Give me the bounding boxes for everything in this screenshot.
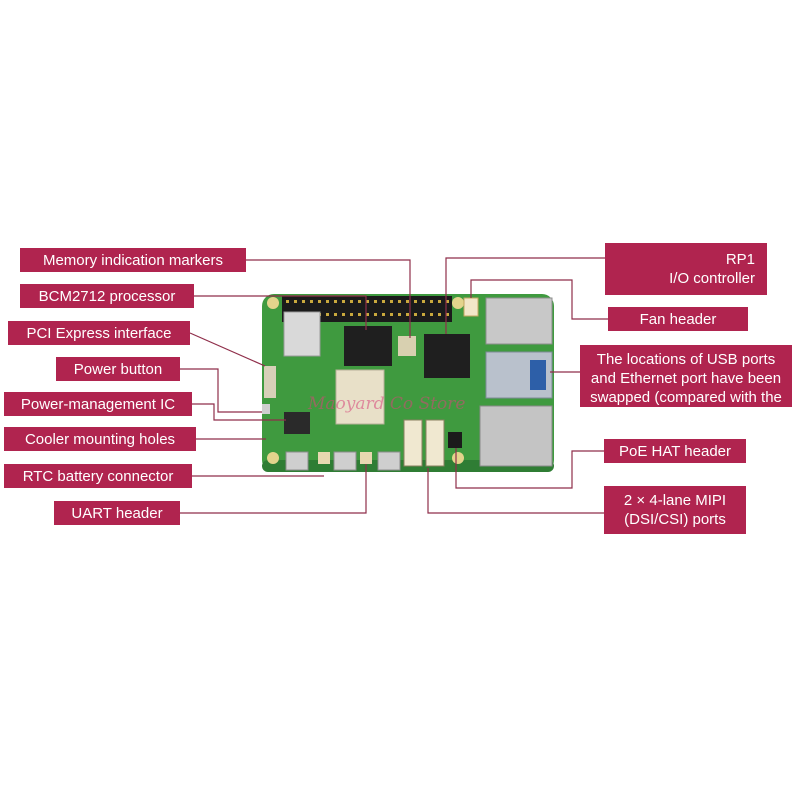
micro-hdmi-port bbox=[377, 451, 401, 471]
mounting-hole bbox=[267, 452, 279, 464]
callout-text: Power-management IC bbox=[20, 395, 176, 413]
poe-header bbox=[448, 432, 462, 448]
callout-processor: BCM2712 processor bbox=[20, 284, 194, 308]
micro-hdmi-port bbox=[333, 451, 357, 471]
wireless-shield bbox=[283, 311, 321, 357]
callout-usb-swap: The locations of USB ports and Ethernet … bbox=[580, 345, 792, 407]
callout-poe: PoE HAT header bbox=[604, 439, 746, 463]
callout-text: Memory indication markers bbox=[42, 251, 224, 269]
callout-text: RP1 bbox=[725, 251, 755, 268]
callout-text: UART header bbox=[71, 504, 163, 522]
store-watermark: Maoyard Co Store bbox=[308, 394, 466, 414]
callout-rp1: RP1 I/O controller bbox=[605, 243, 767, 295]
callout-text: BCM2712 processor bbox=[38, 287, 176, 305]
leader-pmic bbox=[192, 403, 286, 421]
pcie-connector bbox=[264, 366, 276, 398]
bcm2712-chip bbox=[344, 326, 392, 366]
leader-poe bbox=[455, 448, 604, 489]
callout-rtc: RTC battery connector bbox=[4, 464, 192, 488]
callout-uart: UART header bbox=[54, 501, 180, 525]
callout-pcie: PCI Express interface bbox=[8, 321, 190, 345]
mipi-port bbox=[403, 419, 423, 467]
callout-text: Fan header bbox=[639, 310, 717, 328]
leader-fan bbox=[470, 279, 608, 320]
leader-lines bbox=[180, 257, 608, 514]
leader-power-button bbox=[180, 368, 262, 413]
callout-text: I/O controller bbox=[669, 270, 755, 287]
callout-mipi: 2 × 4-lane MIPI (DSI/CSI) ports bbox=[604, 486, 746, 534]
callout-text: PCI Express interface bbox=[26, 324, 172, 342]
mounting-hole bbox=[452, 452, 464, 464]
usb-port-insert bbox=[530, 360, 546, 390]
pmic-chip bbox=[284, 412, 310, 434]
callout-text: and Ethernet port have been bbox=[590, 370, 782, 387]
ethernet-port bbox=[479, 405, 553, 467]
memory-markers bbox=[398, 336, 416, 356]
mipi-port bbox=[425, 419, 445, 467]
rtc-connector bbox=[318, 452, 330, 464]
leader-pcie bbox=[189, 332, 266, 367]
rp1-chip bbox=[424, 334, 470, 378]
power-button bbox=[262, 404, 270, 414]
leader-rp1 bbox=[445, 257, 605, 334]
callout-fan: Fan header bbox=[608, 307, 748, 331]
mounting-hole bbox=[452, 297, 464, 309]
leader-memory bbox=[246, 259, 411, 338]
callout-cooler-holes: Cooler mounting holes bbox=[4, 427, 196, 451]
callout-text: PoE HAT header bbox=[618, 442, 731, 460]
uart-header bbox=[360, 452, 372, 464]
callout-pmic: Power-management IC bbox=[4, 392, 192, 416]
callout-text: Cooler mounting holes bbox=[24, 430, 176, 448]
leader-mipi bbox=[427, 468, 604, 514]
callout-text: 2 × 4-lane MIPI bbox=[623, 492, 727, 509]
usb-c-port bbox=[285, 451, 309, 471]
mounting-hole bbox=[267, 297, 279, 309]
callout-text: Power button bbox=[73, 360, 163, 378]
usb-port bbox=[485, 297, 553, 345]
callout-text: swapped (compared with the bbox=[590, 389, 782, 406]
leader-uart bbox=[180, 464, 367, 514]
callout-power-button: Power button bbox=[56, 357, 180, 381]
callout-text: The locations of USB ports bbox=[596, 351, 776, 368]
fan-header bbox=[463, 297, 479, 317]
callout-memory-markers: Memory indication markers bbox=[20, 248, 246, 272]
ram-chip bbox=[335, 369, 385, 425]
callout-text: RTC battery connector bbox=[22, 467, 174, 485]
callout-text: (DSI/CSI) ports bbox=[624, 511, 726, 528]
leader-processor bbox=[194, 295, 367, 330]
